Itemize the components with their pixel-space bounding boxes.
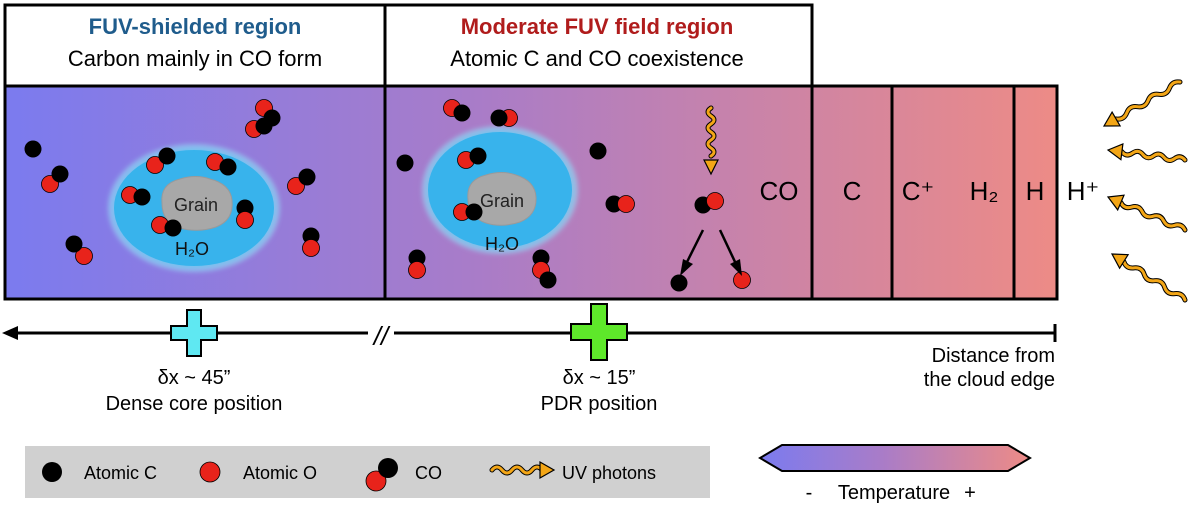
temperature-minus: - [806, 482, 813, 504]
photodissociation [680, 105, 742, 276]
dissociation-arrow-right [718, 229, 738, 265]
carbon-atom [51, 165, 69, 183]
carbon-atom [133, 188, 151, 206]
ice-label: H₂O [485, 234, 519, 254]
pdr-offset: δx ~ 15” [563, 367, 636, 389]
pdr-cross-icon [570, 303, 628, 361]
shielded-region-header: FUV-shielded region Carbon mainly in CO … [3, 3, 387, 88]
shielded-region-subtitle: Carbon mainly in CO form [68, 46, 322, 71]
oxygen-atom [146, 156, 164, 174]
co-molecule [121, 186, 151, 206]
dissociation-arrow-left [684, 229, 705, 265]
oxygen-atom [75, 247, 93, 265]
temperature-gradient-bar [758, 444, 1032, 472]
shielded-region-title: FUV-shielded region [89, 14, 302, 39]
layer-label-co: CO [760, 176, 799, 206]
legend-co-label: CO [415, 463, 442, 483]
temperature-scale: - Temperature + [758, 444, 1032, 504]
legend-uv-photon-icon [489, 460, 556, 480]
co-molecule [287, 168, 316, 195]
carbon-atom [164, 219, 182, 237]
carbon-atom [490, 109, 508, 127]
carbon-atom [539, 271, 557, 289]
incoming-uv-photons [1102, 79, 1188, 303]
legend-atomic-o-icon [199, 461, 221, 483]
temperature-label: Temperature [838, 482, 950, 504]
oxygen-atom [706, 192, 724, 210]
carbon-atom [670, 274, 688, 292]
legend-co-icon [365, 458, 398, 492]
co-molecule [408, 249, 426, 279]
grain-label: Grain [480, 191, 524, 211]
ice-label: H₂O [175, 239, 209, 259]
dense-core-marker: δx ~ 45” Dense core position [106, 309, 283, 415]
molecules-layer [24, 99, 751, 292]
co-molecule [151, 216, 182, 237]
co-molecule [302, 227, 320, 257]
grain-label: Grain [174, 195, 218, 215]
co-molecule [146, 147, 176, 174]
co-molecule [490, 109, 518, 127]
co-molecule [453, 203, 483, 221]
carbon-atom [465, 203, 483, 221]
carbon-atom [65, 235, 83, 253]
carbon-atom [589, 142, 607, 160]
co-molecule [245, 117, 273, 138]
layer-label-cplus: C⁺ [902, 176, 935, 206]
co-molecule [236, 199, 254, 229]
layer-label-h2: H₂ [970, 176, 999, 206]
dense-core-name: Dense core position [106, 393, 283, 415]
oxygen-atom [236, 211, 254, 229]
co-molecule [206, 153, 237, 176]
axis-label-line1: Distance from [932, 345, 1055, 367]
axis-break-mark: // [372, 321, 391, 351]
moderate-region-title: Moderate FUV field region [461, 14, 734, 39]
legend: Atomic C Atomic O CO UV photons [25, 446, 710, 498]
legend-uv-label: UV photons [562, 463, 656, 483]
dense-core-offset: δx ~ 45” [158, 367, 231, 389]
oxygen-atom [408, 261, 426, 279]
pdr-name: PDR position [541, 393, 658, 415]
legend-atomic-c-label: Atomic C [84, 463, 157, 483]
co-molecule [605, 195, 635, 213]
moderate-region-subtitle: Atomic C and CO coexistence [450, 46, 743, 71]
layer-label-c: C [843, 176, 862, 206]
layer-label-h: H [1026, 176, 1045, 206]
uv-photon-icon [1102, 79, 1183, 127]
carbon-atom [255, 117, 273, 135]
oxygen-atom [302, 239, 320, 257]
uv-photon-icon [1106, 142, 1188, 163]
carbon-atom [24, 140, 42, 158]
axis-label-line2: the cloud edge [924, 369, 1055, 391]
grain-moderate: Grain H₂O [422, 126, 578, 254]
dense-core-cross-icon [170, 309, 218, 357]
carbon-atom [298, 168, 316, 186]
co-molecule [255, 99, 281, 127]
carbon-atom [219, 158, 237, 176]
uv-photon-icon [1106, 194, 1188, 233]
layer-label-hplus: H⁺ [1067, 176, 1100, 206]
co-molecule [41, 165, 69, 193]
pdr-marker: δx ~ 15” PDR position [541, 303, 658, 415]
carbon-atom [158, 147, 176, 165]
carbon-atom [469, 147, 487, 165]
grain-shielded: Grain H₂O [108, 144, 280, 272]
co-molecule [443, 99, 471, 122]
oxygen-atom [733, 271, 751, 289]
co-molecule [457, 147, 487, 169]
temperature-plus: + [964, 482, 976, 504]
co-molecule [65, 235, 93, 265]
moderate-region-header: Moderate FUV field region Atomic C and C… [383, 3, 814, 88]
legend-atomic-o-label: Atomic O [243, 463, 317, 483]
legend-atomic-c-icon [42, 462, 62, 482]
oxygen-atom [617, 195, 635, 213]
carbon-atom [453, 104, 471, 122]
co-molecule [694, 192, 724, 214]
carbon-atom [396, 154, 414, 172]
uv-photon-icon [1110, 253, 1188, 303]
axis-arrowhead [2, 326, 18, 340]
